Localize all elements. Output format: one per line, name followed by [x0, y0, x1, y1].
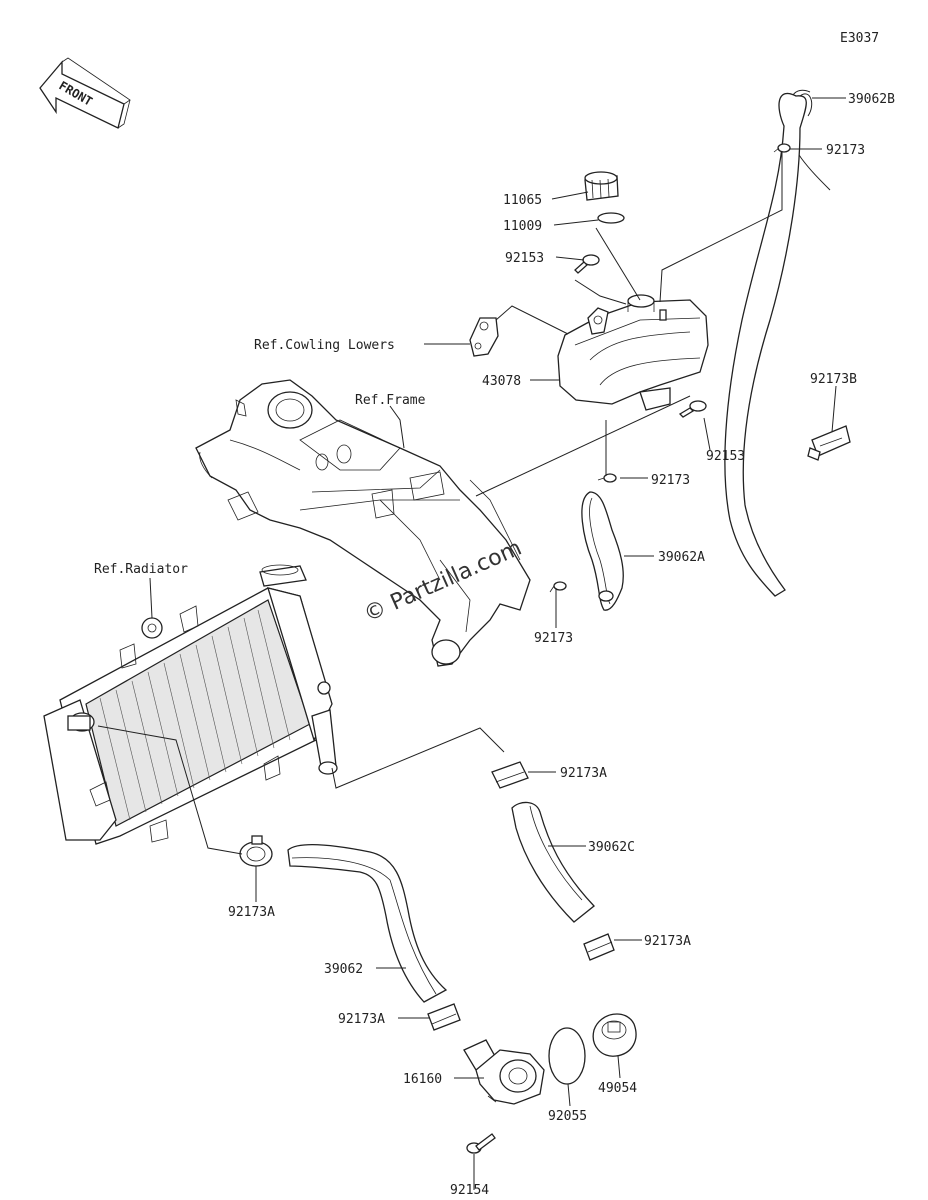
clip-92173-top[interactable] [773, 143, 791, 153]
label-16160[interactable]: 16160 [403, 1072, 442, 1087]
label-92055[interactable]: 92055 [548, 1109, 587, 1124]
label-ref-radiator[interactable]: Ref.Radiator [94, 562, 188, 577]
hose-39062[interactable] [287, 844, 448, 1003]
clip-92173-low[interactable] [549, 581, 567, 593]
label-92173A-upper[interactable]: 92173A [560, 766, 607, 781]
label-92154[interactable]: 92154 [450, 1183, 489, 1198]
label-92173-top[interactable]: 92173 [826, 143, 865, 158]
label-11009[interactable]: 11009 [503, 219, 542, 234]
label-92173-low[interactable]: 92173 [534, 631, 573, 646]
water-pump[interactable] [463, 1039, 545, 1105]
label-39062A[interactable]: 39062A [658, 550, 705, 565]
cap-gasket[interactable] [597, 212, 625, 224]
label-39062C[interactable]: 39062C [588, 840, 635, 855]
bolt-92154[interactable] [466, 1133, 496, 1154]
label-92173A-left[interactable]: 92173A [228, 905, 275, 920]
clamp-92173A-4[interactable] [427, 1003, 461, 1031]
frame-reference [195, 379, 531, 667]
label-92173B[interactable]: 92173B [810, 372, 857, 387]
radiator-reference [43, 564, 338, 845]
o-ring-92055[interactable] [548, 1027, 586, 1085]
clamp-92173A-2[interactable] [583, 933, 615, 961]
hose-39062C[interactable] [511, 801, 595, 923]
label-92173A-right[interactable]: 92173A [644, 934, 691, 949]
label-92173-mid[interactable]: 92173 [651, 473, 690, 488]
clamp-92173A-1[interactable] [491, 761, 529, 789]
reserve-tank[interactable] [557, 294, 709, 411]
diagram-code: E3037 [840, 31, 879, 46]
label-92173A-lower[interactable]: 92173A [338, 1012, 385, 1027]
reservoir-cap[interactable] [584, 171, 619, 201]
label-39062B[interactable]: 39062B [848, 92, 895, 107]
label-39062[interactable]: 39062 [324, 962, 363, 977]
label-92153-lower[interactable]: 92153 [706, 449, 745, 464]
part-labels: 39062B 92173 11065 11009 92153 Ref.Cowli… [94, 92, 895, 1198]
label-49054[interactable]: 49054 [598, 1081, 637, 1096]
bolt-92153-top[interactable] [574, 254, 600, 274]
front-arrow-icon: FRONT [39, 57, 131, 129]
cowling-bracket [469, 317, 499, 357]
clamp-92173A-3[interactable] [239, 835, 273, 867]
hose-39062A[interactable] [581, 491, 624, 611]
leader-lines [97, 97, 846, 1190]
label-43078[interactable]: 43078 [482, 374, 521, 389]
clip-92173-mid[interactable] [597, 473, 617, 483]
hose-39062B[interactable] [724, 89, 831, 597]
label-11065[interactable]: 11065 [503, 193, 542, 208]
thermostat-49054[interactable] [592, 1013, 637, 1057]
clamp-92173B[interactable] [807, 425, 851, 461]
bolt-92153-lower[interactable] [678, 400, 707, 418]
label-ref-frame[interactable]: Ref.Frame [355, 393, 426, 408]
label-92153-top[interactable]: 92153 [505, 251, 544, 266]
label-ref-cowling-lowers[interactable]: Ref.Cowling Lowers [254, 338, 395, 353]
